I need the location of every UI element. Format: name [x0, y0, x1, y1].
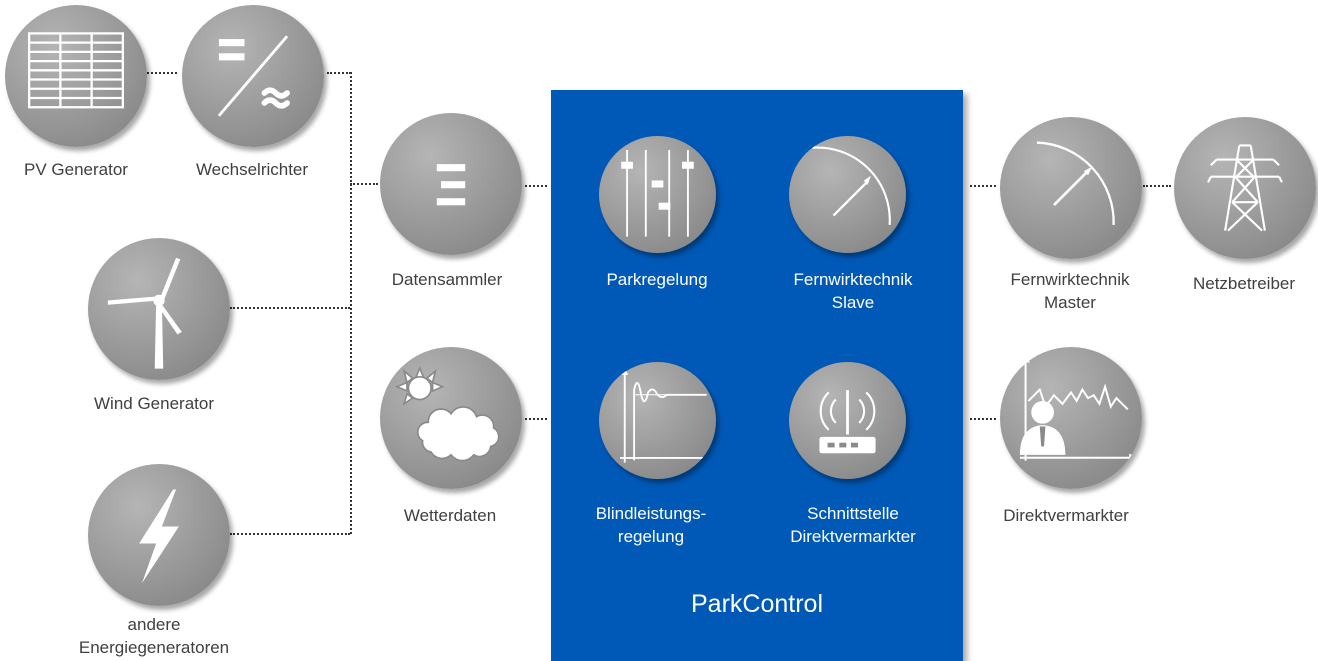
- datensammler-label: Datensammler: [391, 270, 503, 289]
- step-response-icon: [620, 367, 707, 463]
- blindleistungsregelung-label: Blindleistungs- regelung: [596, 502, 707, 548]
- schnittstelle-direktvermarkter-node[interactable]: [789, 362, 906, 479]
- wind-generator-label: Wind Generator: [94, 394, 214, 413]
- gauge-icon: [1036, 141, 1115, 225]
- fernwirktechnik-slave-node[interactable]: [789, 136, 906, 253]
- direktvermarkter-node[interactable]: [1000, 347, 1142, 489]
- parkregelung-node[interactable]: [599, 136, 716, 253]
- blindleistung-label-line1: Blindleistungs-: [595, 504, 707, 523]
- schnittstelle-label-line1: Schnittstelle: [807, 504, 899, 523]
- blindleistungsregelung-node[interactable]: [599, 362, 716, 479]
- andere-label-line1: andere: [127, 615, 181, 634]
- connector-bus-datensammler: [350, 183, 378, 185]
- wechselrichter-node[interactable]: [182, 5, 324, 147]
- schnittstelle-label-line2: Direktvermarkter: [790, 527, 916, 546]
- connector-bus-vertical: [350, 72, 352, 534]
- data-collector-icon: [436, 164, 466, 206]
- power-pylon-icon: [1207, 144, 1283, 232]
- connector-andere-bus: [230, 533, 350, 535]
- connector-wetterdaten-panel: [525, 418, 547, 420]
- andere-energiegeneratoren-label: andere Energiegeneratoren: [79, 613, 229, 659]
- direktvermarkter-label: Direktvermarkter: [1003, 506, 1129, 525]
- netzbetreiber-label: Netzbetreiber: [1192, 274, 1296, 293]
- connector-wind-bus: [230, 307, 350, 309]
- andere-energiegeneratoren-node[interactable]: [88, 464, 230, 606]
- netzbetreiber-node[interactable]: [1174, 117, 1316, 259]
- master-label-line1: Fernwirktechnik: [1010, 270, 1130, 289]
- connector-master-netzbetreiber: [1143, 185, 1171, 187]
- fernwirktechnik-slave-label: Fernwirktechnik Slave: [793, 268, 912, 314]
- connector-panel-master: [970, 185, 996, 187]
- gauge-icon: [812, 146, 891, 225]
- market-trader-icon: [1019, 354, 1138, 463]
- slider-controls-icon: [621, 150, 694, 237]
- blindleistung-label-line2: regelung: [617, 527, 685, 546]
- wechselrichter-label: Wechselrichter: [195, 160, 309, 179]
- connector-pv-wechselrichter: [147, 72, 177, 74]
- panel-title: ParkControl: [691, 590, 823, 618]
- wind-generator-node[interactable]: [88, 238, 230, 380]
- wind-turbine-icon: [107, 257, 182, 369]
- pv-generator-label: PV Generator: [24, 160, 128, 179]
- wetterdaten-label: Wetterdaten: [403, 506, 497, 525]
- wetterdaten-node[interactable]: [380, 347, 522, 489]
- connector-datensammler-panel: [525, 185, 547, 187]
- lightning-icon: [139, 489, 179, 584]
- master-label-line2: Master: [1044, 293, 1096, 312]
- inverter-icon: [217, 35, 290, 117]
- connector-wechselrichter-bus: [327, 72, 351, 74]
- schnittstelle-direktvermarkter-label: Schnittstelle Direktvermarkter: [790, 502, 916, 548]
- slave-label-line1: Fernwirktechnik: [793, 270, 913, 289]
- weather-icon: [394, 366, 500, 462]
- parkregelung-label: Parkregelung: [606, 270, 708, 289]
- solar-panel-icon: [28, 32, 124, 109]
- router-icon: [819, 390, 876, 454]
- slave-label-line2: Slave: [831, 293, 875, 312]
- fernwirktechnik-master-label: Fernwirktechnik Master: [1010, 268, 1129, 314]
- datensammler-node[interactable]: [380, 113, 522, 255]
- connector-panel-direktvermarkter: [970, 418, 996, 420]
- andere-label-line2: Energiegeneratoren: [78, 638, 230, 657]
- pv-generator-node[interactable]: [5, 5, 147, 147]
- fernwirktechnik-master-node[interactable]: [1000, 117, 1142, 259]
